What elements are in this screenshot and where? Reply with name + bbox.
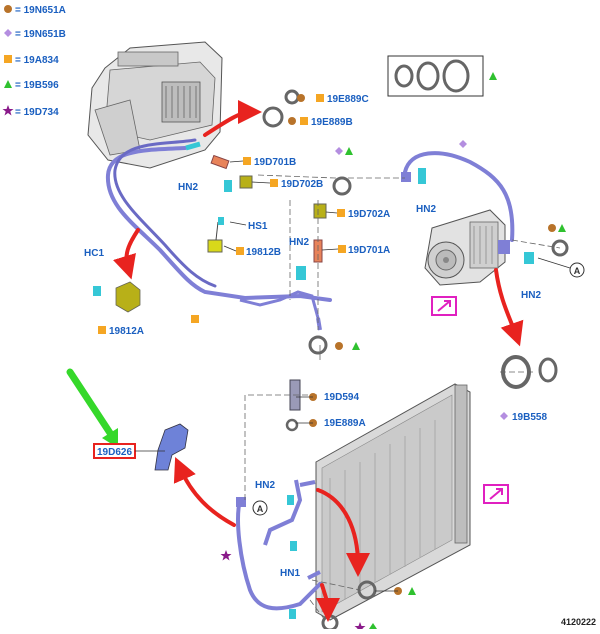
legend-item-19A834: = 19A834	[4, 55, 59, 66]
cap-19D702A	[313, 203, 327, 219]
fitting-hn2-a	[224, 180, 232, 192]
reference-a-circle: A	[252, 500, 268, 516]
lower-line-assembly	[236, 479, 322, 619]
label-hc1: HC1	[84, 248, 104, 259]
legend-code: = 19A834	[15, 55, 59, 66]
label-19D702B: 19D702B	[281, 179, 323, 190]
label-19D594: 19D594	[324, 392, 359, 403]
label-19812A: 19812A	[109, 326, 144, 337]
fitting-icon	[418, 168, 426, 184]
leader-lines	[223, 160, 398, 592]
upper-line-assembly	[105, 138, 332, 331]
fitting-icon	[290, 541, 297, 551]
svg-text:A: A	[574, 266, 581, 276]
star-symbol-icon	[2, 105, 14, 116]
legend-code: = 19N651A	[15, 5, 66, 16]
label-hs1: HS1	[248, 221, 268, 232]
label-19812B: 19812B	[246, 247, 281, 258]
bracket-19D626	[154, 423, 189, 471]
triangle-symbol-icon	[4, 80, 12, 88]
legend: = 19N651A = 19N651B = 19A834 = 19B596 = …	[2, 5, 66, 118]
pointer-arrow-icon	[66, 368, 118, 448]
information-note-icon	[431, 296, 457, 316]
svg-text:19D626: 19D626	[97, 447, 132, 458]
fitting-hn2-d	[524, 252, 534, 264]
square-symbol-icon	[4, 55, 12, 63]
figure-id: 4120222	[561, 617, 596, 627]
label-hn2: HN2	[521, 290, 541, 301]
fitting-hn2-c	[296, 266, 306, 280]
sensor-19812B	[207, 217, 224, 253]
label-19D701A: 19D701A	[348, 245, 390, 256]
valve-19D701B	[210, 154, 230, 170]
legend-code: = 19B596	[15, 80, 59, 91]
fitting-icon	[93, 286, 101, 296]
legend-code: = 19N651B	[15, 29, 66, 40]
label-19E889B: 19E889B	[311, 117, 353, 128]
diamond-symbol-icon	[4, 29, 12, 37]
label-hn2: HN2	[289, 237, 309, 248]
compressor-icon	[424, 209, 510, 286]
legend-item-19B596: = 19B596	[4, 80, 59, 91]
reference-a-circle: A	[537, 257, 585, 278]
label-19B558: 19B558	[512, 412, 547, 423]
label-hn2: HN2	[255, 480, 275, 491]
information-note-icon	[483, 484, 509, 504]
accumulator-19812A	[93, 281, 141, 313]
cap-19D702B	[239, 175, 253, 189]
label-19D701B: 19D701B	[254, 157, 296, 168]
legend-item-19N651B: = 19N651B	[4, 29, 66, 40]
highlighted-label-19D626: 19D626	[93, 443, 165, 459]
circle-symbol-icon	[4, 5, 12, 13]
legend-code: = 19D734	[15, 107, 59, 118]
label-hn2: HN2	[416, 204, 436, 215]
svg-text:A: A	[257, 504, 264, 514]
fitting-icon	[218, 217, 224, 225]
callout-arrow-icon	[113, 100, 524, 622]
heater-core-housing-icon	[87, 41, 223, 169]
o-ring-kit-box	[387, 55, 497, 97]
part-labels: 19E889C 19E889B 19D701B 19D702B HN2 19D7…	[84, 94, 547, 579]
label-19E889C: 19E889C	[327, 94, 369, 105]
label-19D702A: 19D702A	[348, 209, 390, 220]
fitting-icon	[287, 495, 294, 505]
legend-item-19D734: = 19D734	[2, 105, 59, 118]
label-19E889A: 19E889A	[324, 418, 366, 429]
fitting-icon	[289, 609, 296, 619]
label-hn1: HN1	[280, 568, 300, 579]
compressor-hose	[401, 151, 515, 242]
legend-item-19N651A: = 19N651A	[4, 5, 66, 16]
label-hn2: HN2	[178, 182, 198, 193]
